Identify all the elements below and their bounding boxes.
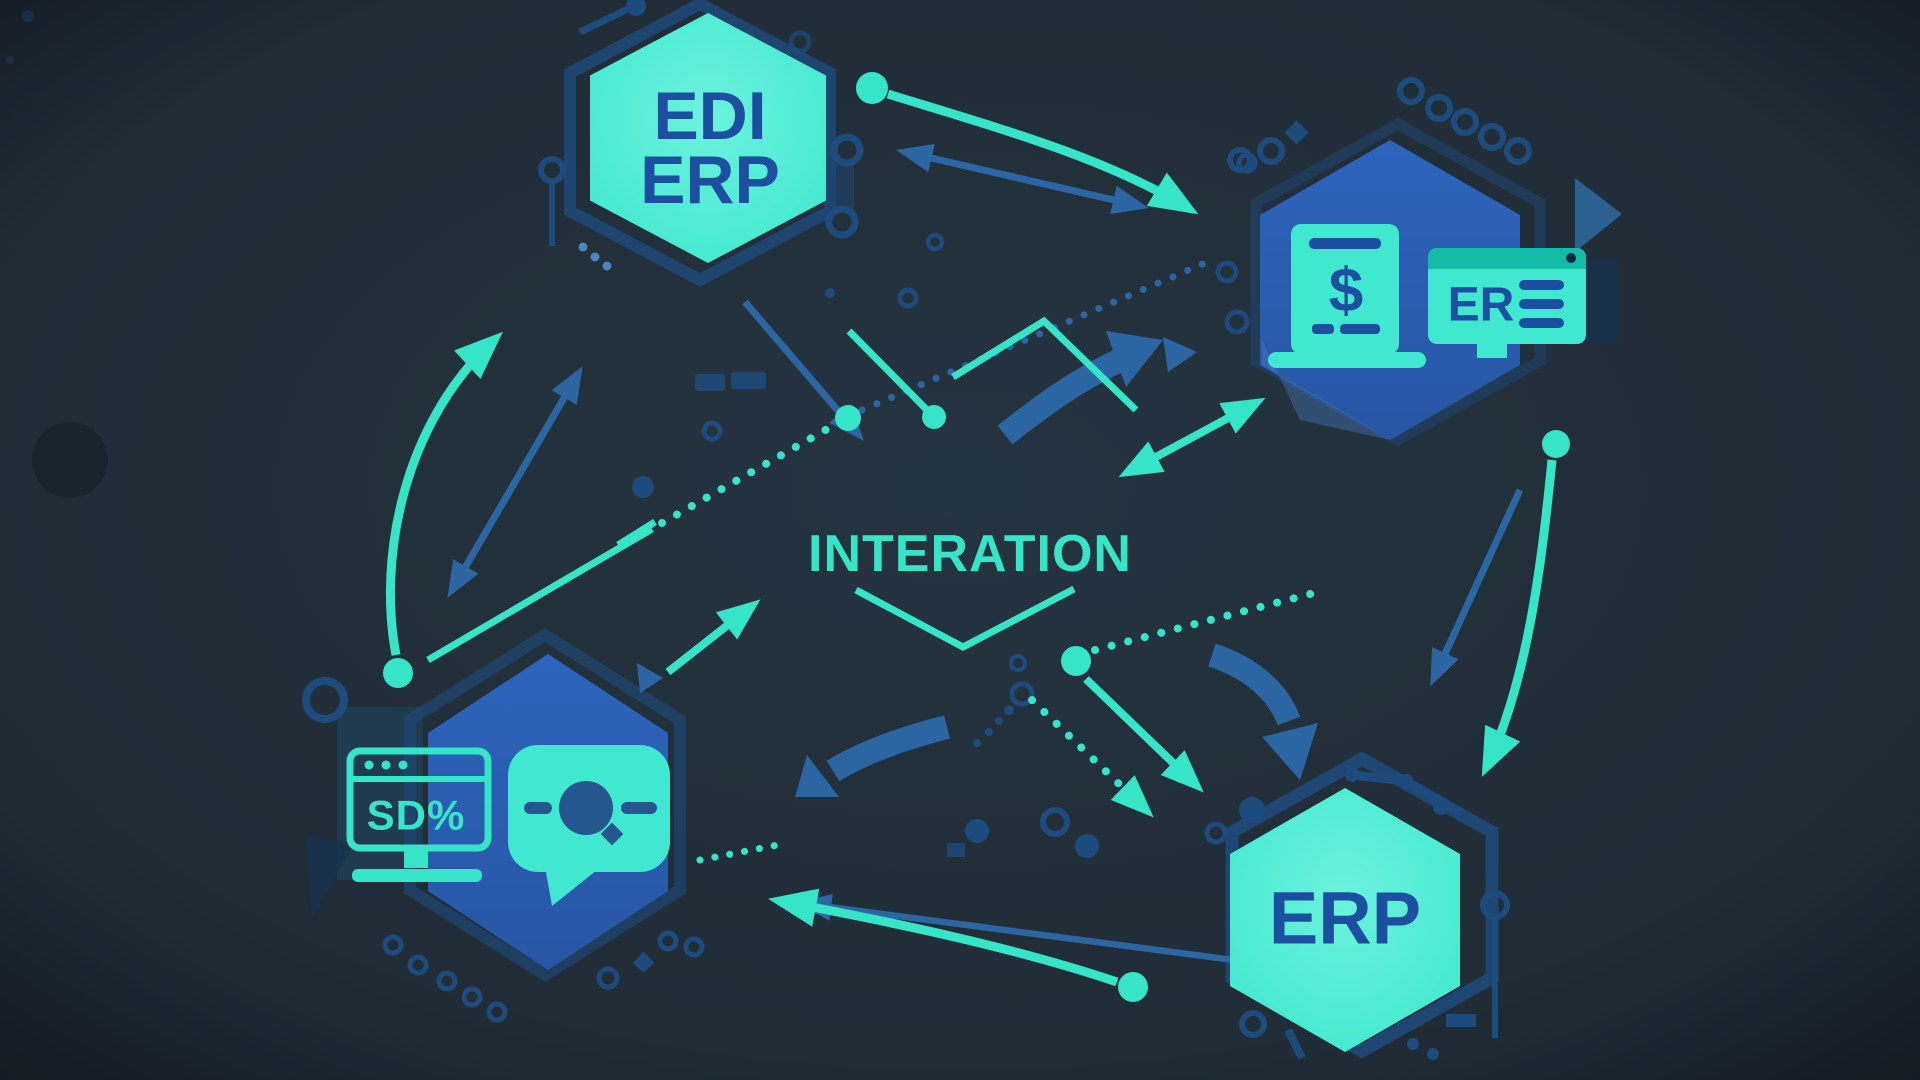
top-node-label-line2: ERP bbox=[640, 142, 780, 218]
monitor-label: SD% bbox=[367, 792, 466, 839]
erp-window-icon: ER bbox=[1428, 248, 1586, 358]
window-label: ER bbox=[1448, 279, 1515, 332]
integration-title: INTERATION bbox=[808, 525, 1132, 583]
dollar-symbol: $ bbox=[1329, 257, 1363, 326]
bottom-right-node-label: ERP bbox=[1269, 877, 1421, 960]
